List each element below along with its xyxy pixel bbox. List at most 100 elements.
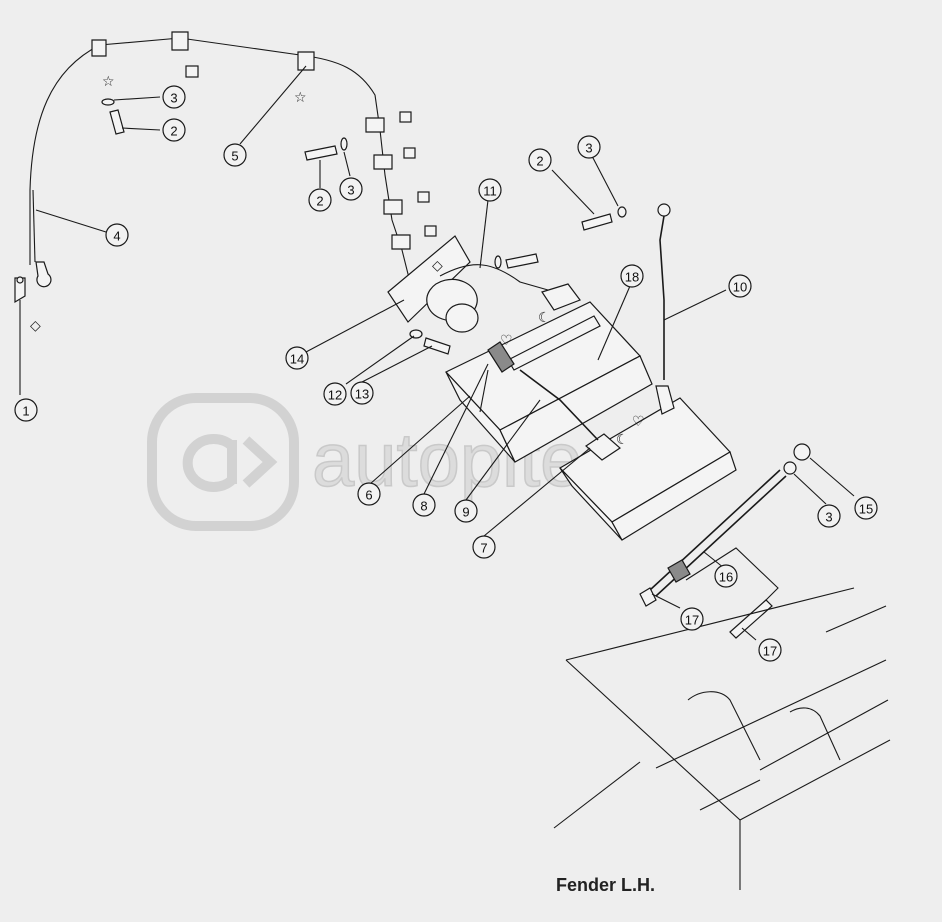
callout-circle (285, 346, 309, 370)
callout-number: 3 (170, 91, 177, 106)
callout-circle (162, 118, 186, 142)
cable-10-ring (657, 203, 671, 217)
moon-symbol-2: ☾ (616, 432, 629, 448)
fender-outline (553, 587, 891, 890)
square-symbol-5 (424, 225, 437, 237)
callout-17: 17 (680, 607, 704, 631)
callout-number: 13 (355, 387, 369, 402)
callout-11: 11 (478, 178, 502, 202)
callout-2: 2 (162, 118, 186, 142)
harness-wire (29, 37, 413, 291)
callout-number: 2 (536, 154, 543, 169)
callout-number: 14 (290, 352, 304, 367)
bolt-left (109, 109, 125, 135)
ground-terminal (35, 261, 52, 288)
callout-circle (472, 535, 496, 559)
square-symbol-3 (403, 147, 416, 159)
callout-number: 9 (462, 505, 469, 520)
callout-circle (680, 607, 704, 631)
callout-circle (105, 223, 129, 247)
washer-12 (409, 329, 423, 339)
star-symbol-2: ☆ (294, 90, 307, 106)
washer-upper-right (617, 206, 627, 218)
relay-bracket (387, 235, 471, 323)
callout-15: 15 (854, 496, 878, 520)
callout-circle (817, 504, 841, 528)
callout-number: 16 (719, 570, 733, 585)
bolt-near-11 (505, 253, 539, 269)
callout-circle (528, 148, 552, 172)
battery-2-front (611, 451, 737, 541)
square-symbol-1 (185, 65, 199, 78)
callout-number: 3 (347, 183, 354, 198)
callout-18: 18 (620, 264, 644, 288)
fender-line-8 (759, 699, 889, 771)
callout-circle (357, 482, 381, 506)
callout-16: 16 (714, 564, 738, 588)
clamp-hook (487, 341, 515, 373)
callout-circle (412, 493, 436, 517)
callout-3: 3 (817, 504, 841, 528)
bolt-upper-right (581, 213, 613, 231)
callout-2: 2 (528, 148, 552, 172)
callout-circle (454, 499, 478, 523)
callout-circle (308, 188, 332, 212)
rod-16-coupler (667, 559, 691, 583)
fender-line-2 (565, 659, 741, 890)
clip-6 (383, 199, 403, 215)
callout-circle (223, 143, 247, 167)
callout-6: 6 (357, 482, 381, 506)
fender-line-3 (739, 739, 891, 821)
washer-middle (340, 137, 348, 151)
fender-line-6 (687, 691, 761, 761)
battery-2-terminal-cover (585, 433, 621, 461)
clamp-rod (479, 369, 489, 413)
callout-number: 18 (625, 270, 639, 285)
callout-circle (478, 178, 502, 202)
washer-3-lower (783, 461, 797, 475)
battery-link-cable (519, 369, 599, 441)
callout-number: 4 (113, 229, 120, 244)
bolt-hole-1 (16, 276, 24, 284)
callout-17: 17 (758, 638, 782, 662)
watermark-logo-frame (147, 393, 299, 531)
callout-4: 4 (105, 223, 129, 247)
cable-10 (659, 215, 665, 380)
callout-circle (14, 398, 38, 422)
rod-17-threaded (729, 599, 773, 639)
callout-3: 3 (577, 135, 601, 159)
nut-15 (793, 443, 811, 461)
callout-number: 12 (328, 388, 342, 403)
callout-number: 17 (685, 613, 699, 628)
relay-cap (445, 303, 479, 333)
callout-number: 10 (733, 280, 747, 295)
bolt-13 (423, 337, 451, 355)
washer-left (101, 98, 115, 106)
fender-line-7 (789, 707, 841, 761)
callout-2: 2 (308, 188, 332, 212)
watermark-logo-a (182, 434, 237, 492)
callout-circle (728, 274, 752, 298)
watermark-logo-arrow (242, 436, 278, 488)
fender-line-9 (825, 605, 887, 633)
battery-1-terminal-cover (541, 283, 581, 311)
callout-3: 3 (162, 85, 186, 109)
fender-line-5 (655, 659, 887, 769)
callout-number: 2 (170, 124, 177, 139)
moon-symbol-1: ☾ (538, 310, 551, 326)
square-symbol-4 (417, 191, 430, 203)
callout-circle (350, 381, 374, 405)
washer-near-11 (494, 255, 502, 269)
battery-1-front (499, 355, 653, 463)
callout-12: 12 (323, 382, 347, 406)
clip-5 (373, 154, 393, 170)
bolt-middle (304, 145, 338, 161)
ground-wire-left-2 (32, 189, 36, 263)
callout-circle (854, 496, 878, 520)
callout-5: 5 (223, 143, 247, 167)
fender-line-1 (565, 587, 855, 661)
callout-circle (339, 177, 363, 201)
callout-3: 3 (339, 177, 363, 201)
callout-number: 15 (859, 502, 873, 517)
